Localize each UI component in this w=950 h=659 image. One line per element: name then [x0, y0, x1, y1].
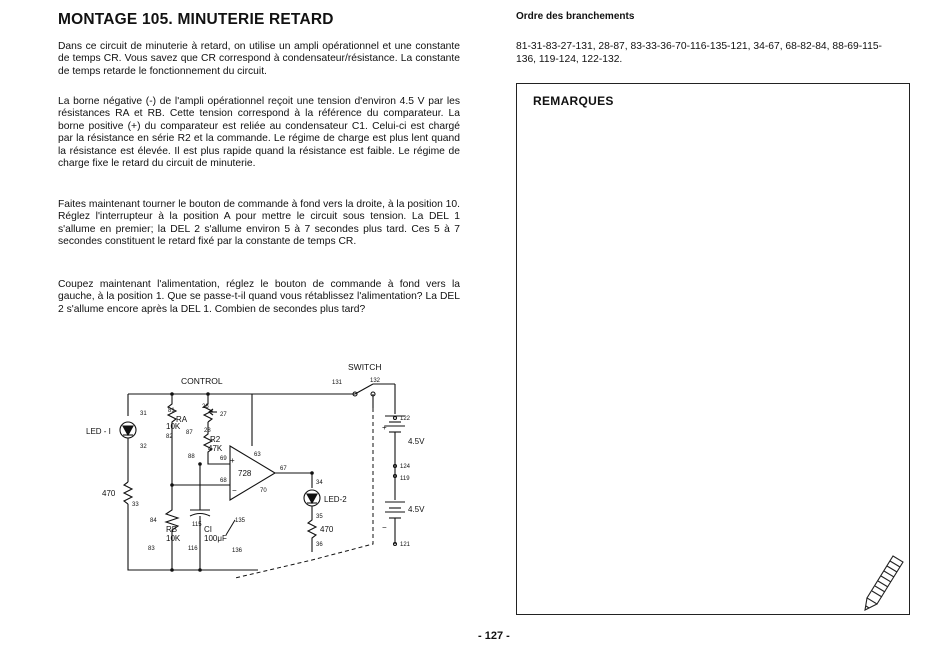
control-label: CONTROL: [181, 376, 223, 386]
ra-name: RA: [176, 415, 188, 424]
ic-label: 728: [238, 469, 252, 478]
pin-81: 81: [168, 408, 175, 414]
pin-124: 124: [400, 464, 411, 470]
connections-list: 81-31-83-27-131, 28-87, 83-33-36-70-116-…: [516, 41, 882, 65]
pin-116: 116: [188, 546, 198, 552]
pin-26: 26: [202, 404, 209, 410]
r470-right: 470: [320, 525, 334, 534]
c1-name: CI: [204, 525, 212, 534]
remarks-box: REMARQUES: [516, 83, 910, 615]
battery-minus: −: [382, 523, 387, 532]
pin-115: 115: [192, 522, 202, 528]
pin-82: 82: [166, 434, 173, 440]
circuit-diagram: CONTROL SWITCH LED - I LED-2 728 + − RA …: [86, 362, 425, 579]
pin-70: 70: [260, 488, 267, 494]
paragraph-question: Coupez maintenant l'alimentation, réglez…: [58, 279, 460, 315]
pin-68: 68: [220, 478, 227, 484]
page-number: - 127 -: [478, 630, 510, 642]
battery-bottom-label: 4.5V: [408, 505, 425, 514]
paragraph-procedure: Faites maintenant tourner le bouton de c…: [58, 199, 460, 248]
pin-131: 131: [332, 380, 343, 386]
r2-value: 47K: [208, 444, 223, 453]
remarks-title: REMARQUES: [533, 94, 614, 108]
pin-27: 27: [220, 412, 227, 418]
pin-36: 36: [316, 542, 323, 548]
rb-name: RB: [166, 525, 177, 534]
pin-35: 35: [316, 514, 323, 520]
op-amp-plus: +: [230, 456, 235, 465]
r2-name: R2: [210, 435, 221, 444]
pin-132: 132: [370, 378, 381, 384]
pin-136: 136: [232, 548, 243, 554]
pin-121: 121: [400, 542, 411, 548]
c1-value: 100μF: [204, 534, 227, 543]
pin-28: 28: [204, 428, 211, 434]
pin-83: 83: [148, 546, 155, 552]
pin-122: 122: [400, 416, 411, 422]
pin-88: 88: [188, 454, 195, 460]
battery-top-label: 4.5V: [408, 437, 425, 446]
switch-label: SWITCH: [348, 362, 382, 372]
ra-value: 10K: [166, 422, 181, 431]
pin-84: 84: [150, 518, 157, 524]
pin-87: 87: [186, 430, 193, 436]
led1-label: LED - I: [86, 427, 111, 436]
pin-135: 135: [235, 518, 246, 524]
pin-33: 33: [132, 502, 139, 508]
paragraph-operation: La borne négative (-) de l'ampli opérati…: [58, 96, 460, 170]
battery-plus: +: [382, 423, 387, 432]
pin-67: 67: [280, 466, 287, 472]
led2-label: LED-2: [324, 495, 347, 504]
page-title: MONTAGE 105. MINUTERIE RETARD: [58, 11, 334, 28]
r470-left: 470: [102, 489, 116, 498]
pin-34: 34: [316, 480, 323, 486]
pin-31: 31: [140, 411, 147, 417]
pin-32: 32: [140, 444, 147, 450]
pencil-icon: [864, 555, 904, 611]
op-amp-minus: −: [232, 486, 237, 495]
rb-value: 10K: [166, 534, 181, 543]
pin-119: 119: [400, 476, 410, 482]
pin-63: 63: [254, 452, 261, 458]
connections-heading: Ordre des branchements: [516, 11, 635, 22]
pin-69: 69: [220, 456, 227, 462]
paragraph-intro: Dans ce circuit de minuterie à retard, o…: [58, 41, 460, 77]
